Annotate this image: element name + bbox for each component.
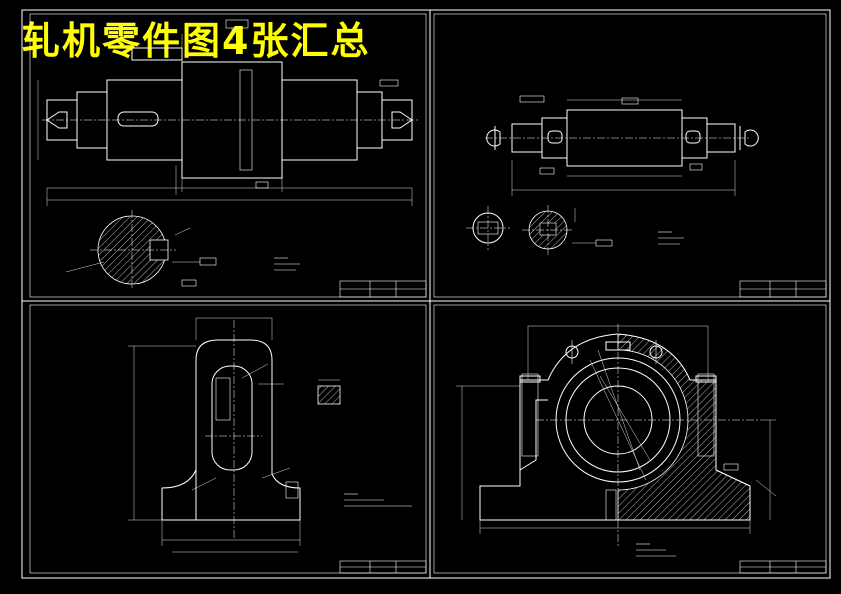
sheet2-border — [433, 13, 827, 298]
sheet-bearing-housing — [433, 304, 827, 574]
sheet4-border — [433, 304, 827, 574]
bracket-elevation — [128, 317, 301, 553]
sheet-shaft-small — [433, 13, 827, 298]
shaft-large-title-block — [339, 280, 427, 298]
housing-elevation — [456, 324, 777, 548]
sheet-shaft-large — [29, 13, 427, 298]
bracket-section — [317, 379, 341, 405]
shaft-small-title-block — [739, 280, 827, 298]
shaft-small-notes — [658, 231, 684, 245]
page-title: 轧机零件图4张汇总 — [22, 19, 371, 63]
shaft-large-section — [65, 210, 217, 290]
sheet3-border — [29, 304, 427, 574]
housing-title-block — [739, 560, 827, 574]
sheet-frame-bracket — [29, 304, 427, 574]
shaft-large-elevation — [37, 19, 420, 206]
outer-frame — [21, 9, 831, 579]
sheet1-border — [29, 13, 427, 298]
shaft-large-notes — [274, 257, 300, 271]
shaft-small-elevation — [485, 95, 759, 196]
housing-notes — [636, 543, 676, 557]
bracket-title-block — [339, 560, 427, 574]
shaft-small-sections — [466, 205, 613, 256]
bracket-notes — [344, 493, 412, 507]
